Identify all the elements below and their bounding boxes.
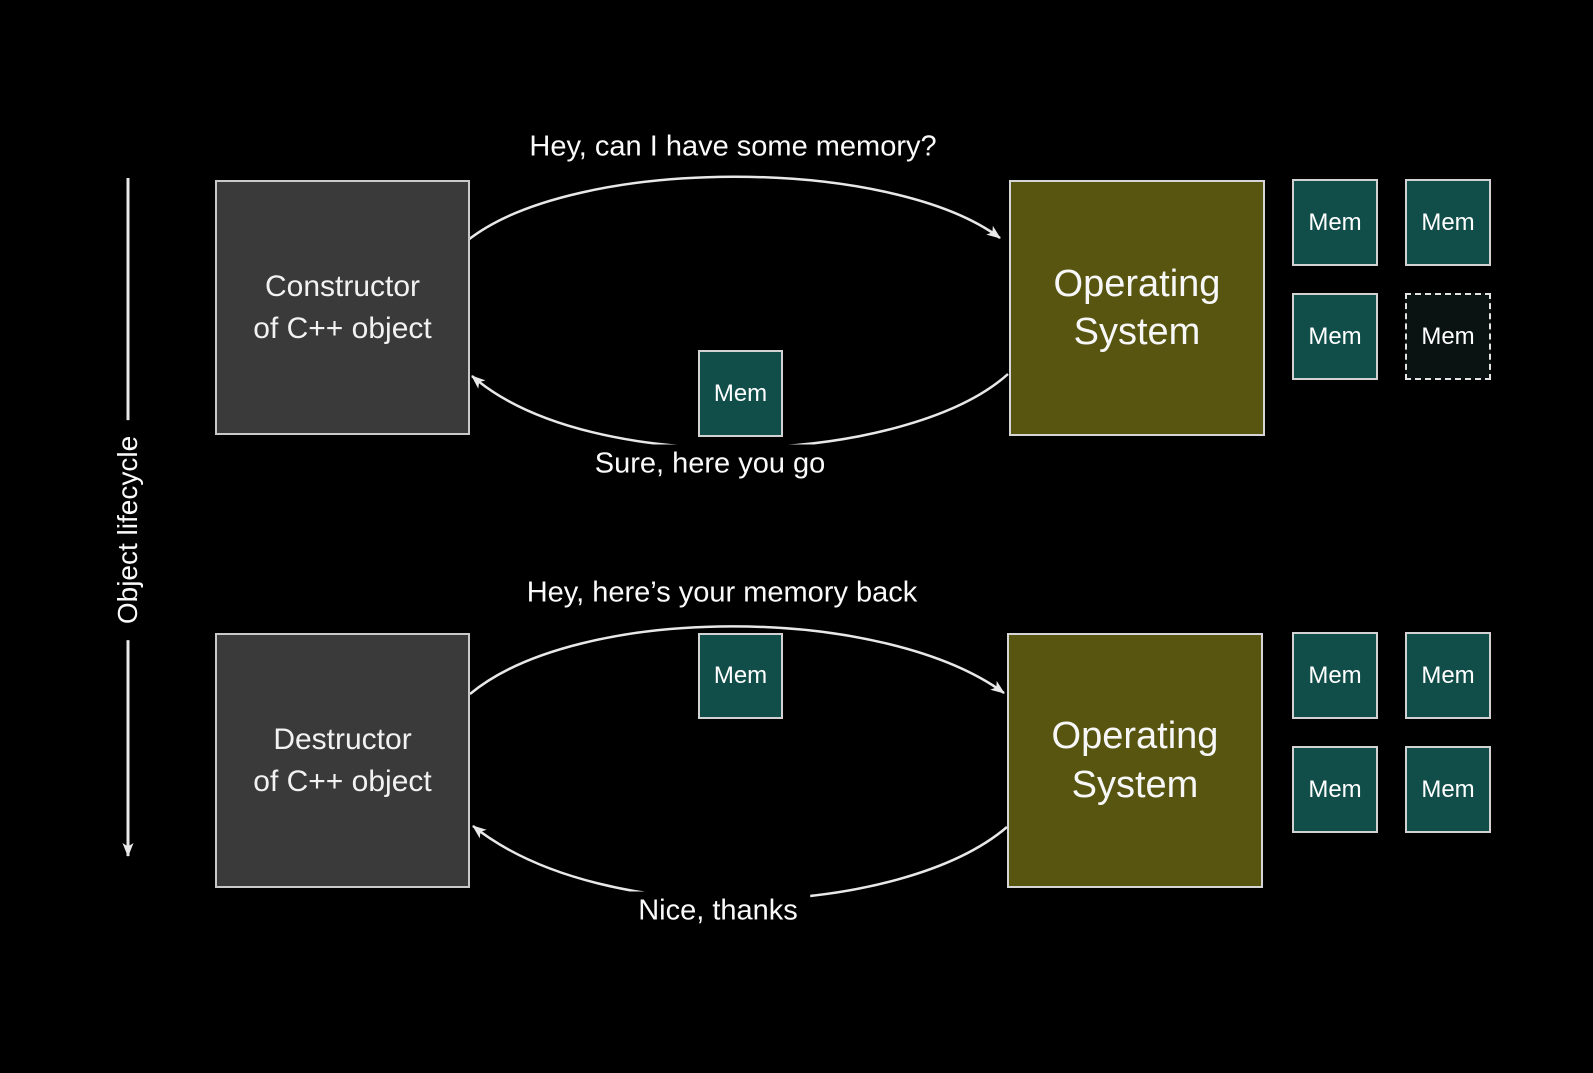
return-memory-label: Hey, here’s your memory back: [514, 573, 930, 613]
mem-block: Mem: [1292, 293, 1378, 380]
mem-block-in-transit-top: Mem: [698, 350, 783, 437]
mem-label: Mem: [713, 379, 768, 407]
os-bottom-label-line2: System: [1071, 763, 1199, 806]
object-lifecycle-label: Object lifecycle: [104, 419, 152, 641]
os-bottom-label-line1: Operating: [1051, 715, 1219, 758]
constructor-box: Constructor of C++ object: [215, 180, 470, 435]
grant-memory-label: Sure, here you go: [582, 444, 838, 484]
destructor-box: Destructor of C++ object: [215, 633, 470, 888]
mem-label: Mem: [1421, 775, 1475, 803]
os-memory-pool-bottom: Mem Mem Mem Mem: [1292, 632, 1491, 833]
os-top-label-line2: System: [1073, 311, 1201, 353]
return-memory-arrow: [469, 625, 1005, 695]
os-memory-pool-top: Mem Mem Mem Mem: [1292, 179, 1491, 380]
mem-block-in-transit-bottom: Mem: [698, 633, 783, 719]
mem-label: Mem: [1308, 661, 1362, 689]
mem-block-given-away: Mem: [1405, 293, 1491, 380]
mem-block: Mem: [1292, 179, 1378, 266]
mem-label: Mem: [713, 662, 768, 689]
mem-label: Mem: [1308, 208, 1362, 236]
request-memory-label: Hey, can I have some memory?: [517, 127, 949, 167]
request-memory-arrow: [467, 175, 1001, 241]
mem-block: Mem: [1405, 179, 1491, 266]
mem-block: Mem: [1292, 632, 1378, 719]
mem-block: Mem: [1405, 746, 1491, 833]
os-top-label-line1: Operating: [1053, 262, 1221, 305]
destructor-label-line1: Destructor: [273, 723, 412, 757]
mem-block: Mem: [1292, 746, 1378, 833]
mem-label: Mem: [1308, 775, 1362, 803]
destructor-label-line2: of C++ object: [253, 764, 432, 798]
thanks-arrow: [472, 825, 1008, 901]
thanks-label: Nice, thanks: [626, 891, 810, 931]
operating-system-box-top: Operating System: [1009, 180, 1265, 436]
mem-label: Mem: [1308, 322, 1362, 350]
constructor-label-line2: of C++ object: [253, 311, 432, 345]
mem-label: Mem: [1421, 322, 1475, 350]
mem-label: Mem: [1421, 661, 1475, 689]
operating-system-box-bottom: Operating System: [1007, 633, 1263, 888]
constructor-label-line1: Constructor: [264, 270, 421, 304]
mem-block: Mem: [1405, 632, 1491, 719]
mem-label: Mem: [1421, 208, 1475, 236]
